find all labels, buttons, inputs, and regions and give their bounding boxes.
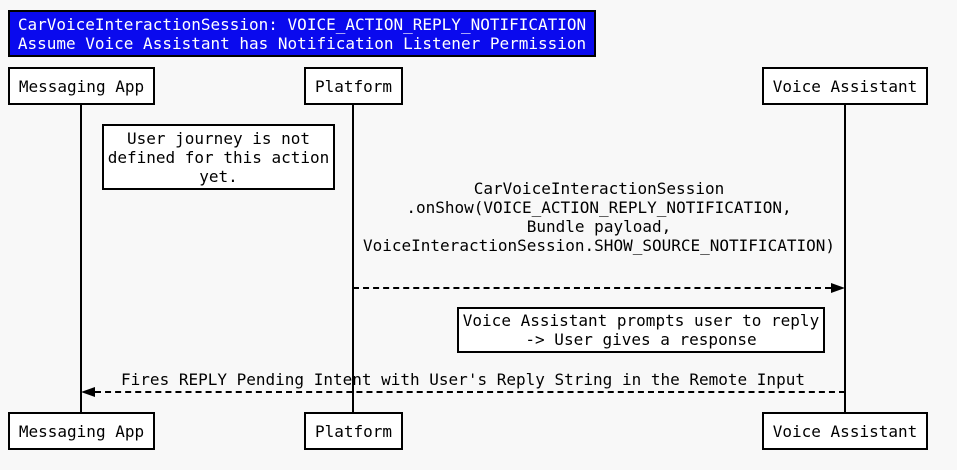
actor-voice-assistant-bottom: Voice Assistant — [762, 412, 928, 450]
note-voice-assistant-prompts-line-2: -> User gives a response — [525, 330, 757, 349]
message-onshow-line-4: VoiceInteractionSession.SHOW_SOURCE_NOTI… — [362, 236, 835, 255]
actor-messaging-app-bottom: Messaging App — [8, 412, 155, 450]
arrowhead-right-icon — [831, 283, 845, 293]
message-onshow-line-2: .onShow(VOICE_ACTION_REPLY_NOTIFICATION, — [406, 198, 792, 217]
lifeline-messaging-app — [80, 105, 82, 412]
actor-platform-bottom: Platform — [304, 412, 403, 450]
actor-voice-assistant-bottom-label: Voice Assistant — [772, 421, 918, 441]
message-onshow-line-1: CarVoiceInteractionSession — [473, 179, 725, 198]
lifeline-voice-assistant — [844, 105, 846, 412]
diagram-title: CarVoiceInteractionSession: VOICE_ACTION… — [8, 10, 596, 57]
message-onshow-text: CarVoiceInteractionSession .onShow(VOICE… — [353, 179, 845, 255]
arrow-fires-reply — [95, 391, 845, 393]
diagram-title-line-2: Assume Voice Assistant has Notification … — [17, 33, 587, 53]
note-user-journey-line-1: User journey is not — [126, 128, 311, 148]
actor-voice-assistant-top: Voice Assistant — [762, 67, 928, 105]
note-user-journey-line-2: defined for this action — [107, 147, 330, 167]
message-fires-reply-text: Fires REPLY Pending Intent with User's R… — [81, 370, 845, 389]
note-user-journey-line-3: yet. — [199, 166, 238, 186]
actor-platform-bottom-label: Platform — [314, 421, 393, 441]
note-voice-assistant-prompts-line-1: Voice Assistant prompts user to reply — [462, 311, 820, 330]
arrow-onshow — [353, 287, 831, 289]
actor-messaging-app-bottom-label: Messaging App — [18, 421, 145, 441]
message-onshow-line-3: Bundle payload, — [526, 217, 672, 236]
note-user-journey: User journey is not defined for this act… — [102, 124, 335, 190]
lifeline-platform — [352, 105, 354, 412]
actor-platform-top: Platform — [304, 67, 403, 105]
diagram-title-line-1: CarVoiceInteractionSession: VOICE_ACTION… — [17, 14, 587, 34]
actor-messaging-app-top-label: Messaging App — [18, 76, 145, 96]
actor-messaging-app-top: Messaging App — [8, 67, 155, 105]
actor-platform-top-label: Platform — [314, 76, 393, 96]
note-voice-assistant-prompts: Voice Assistant prompts user to reply ->… — [457, 307, 825, 353]
message-fires-reply-line-1: Fires REPLY Pending Intent with User's R… — [121, 370, 805, 389]
actor-voice-assistant-top-label: Voice Assistant — [772, 76, 918, 96]
arrowhead-left-icon — [81, 387, 95, 397]
